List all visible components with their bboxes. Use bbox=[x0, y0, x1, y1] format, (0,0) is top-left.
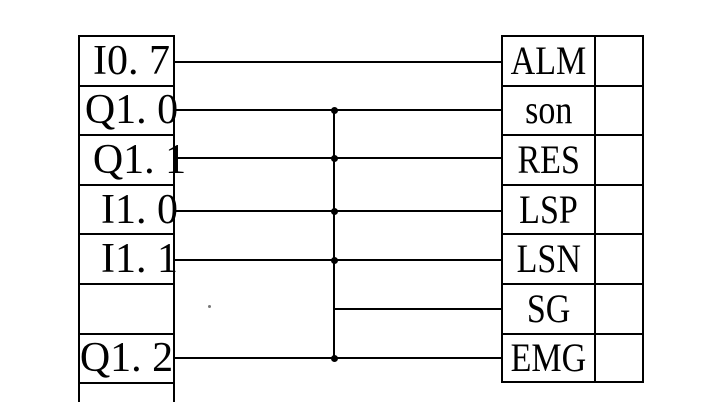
terminal-blank-cell bbox=[596, 335, 642, 381]
wire-i1-0-lsp bbox=[175, 210, 501, 212]
signal-name-cell: SG bbox=[503, 284, 596, 333]
junction-dot bbox=[331, 106, 338, 114]
plc-address-cell: I1. 0 bbox=[80, 186, 178, 236]
signal-name-label: LSN bbox=[516, 236, 581, 282]
signal-name-cell: LSP bbox=[503, 185, 596, 234]
table-row: ALM bbox=[503, 37, 642, 87]
plc-address-cell-empty bbox=[80, 285, 173, 335]
terminal-blank-cell bbox=[596, 186, 642, 234]
table-row: EMG bbox=[503, 334, 642, 381]
terminal-blank-cell bbox=[596, 235, 642, 283]
signal-name-label: EMG bbox=[510, 334, 587, 380]
common-bus-line bbox=[333, 109, 335, 359]
plc-address-cell-clipped bbox=[80, 384, 173, 402]
plc-address-label: Q1. 0 bbox=[84, 87, 179, 134]
plc-address-cell: Q1. 0 bbox=[80, 87, 178, 137]
terminal-blank-cell bbox=[596, 285, 642, 333]
plc-address-cell: I1. 1 bbox=[80, 235, 178, 285]
junction-dot bbox=[331, 256, 338, 264]
signal-name-label: RES bbox=[517, 136, 580, 182]
plc-address-label: I1. 0 bbox=[101, 186, 178, 233]
stray-mark bbox=[208, 305, 211, 308]
junction-dot bbox=[331, 354, 338, 362]
table-row: LSP bbox=[503, 185, 642, 236]
wire-q1-0-son bbox=[175, 109, 501, 111]
right-terminal-column: ALM son RES LSP LSN SG EMG bbox=[501, 35, 644, 383]
plc-address-label: Q1. 2 bbox=[79, 335, 174, 382]
signal-name-cell: son bbox=[503, 86, 596, 135]
wire-bus-sg bbox=[334, 308, 501, 310]
wire-q1-1-res bbox=[175, 157, 501, 159]
signal-name-cell: LSN bbox=[503, 235, 596, 283]
plc-address-label: Q1. 1 bbox=[92, 136, 187, 183]
table-row: LSN bbox=[503, 235, 642, 285]
plc-address-cell: Q1. 1 bbox=[80, 136, 186, 186]
table-row: SG bbox=[503, 284, 642, 335]
signal-name-label: ALM bbox=[510, 37, 587, 83]
junction-dot bbox=[331, 207, 338, 215]
plc-address-cell: Q1. 2 bbox=[80, 335, 173, 385]
signal-name-label: SG bbox=[526, 285, 571, 331]
plc-address-cell: I0. 7 bbox=[80, 37, 173, 87]
wire-i0-7-alm bbox=[175, 61, 501, 63]
signal-name-cell: ALM bbox=[503, 37, 596, 85]
terminal-blank-cell bbox=[596, 37, 642, 85]
signal-name-cell: RES bbox=[503, 136, 596, 184]
junction-dot bbox=[331, 154, 338, 162]
plc-address-label: I1. 1 bbox=[101, 236, 178, 283]
terminal-blank-cell bbox=[596, 136, 642, 184]
wire-i1-1-lsn bbox=[175, 259, 501, 261]
table-row: RES bbox=[503, 136, 642, 186]
signal-name-label: LSP bbox=[519, 186, 578, 232]
signal-name-label: son bbox=[524, 87, 573, 133]
plc-address-label: I0. 7 bbox=[93, 37, 170, 84]
signal-name-cell: EMG bbox=[503, 334, 596, 381]
table-row: son bbox=[503, 86, 642, 137]
terminal-blank-cell bbox=[596, 87, 642, 135]
wire-q1-2-emg bbox=[175, 357, 501, 359]
left-terminal-column: I0. 7 Q1. 0 Q1. 1 I1. 0 I1. 1 Q1. 2 bbox=[78, 35, 186, 402]
